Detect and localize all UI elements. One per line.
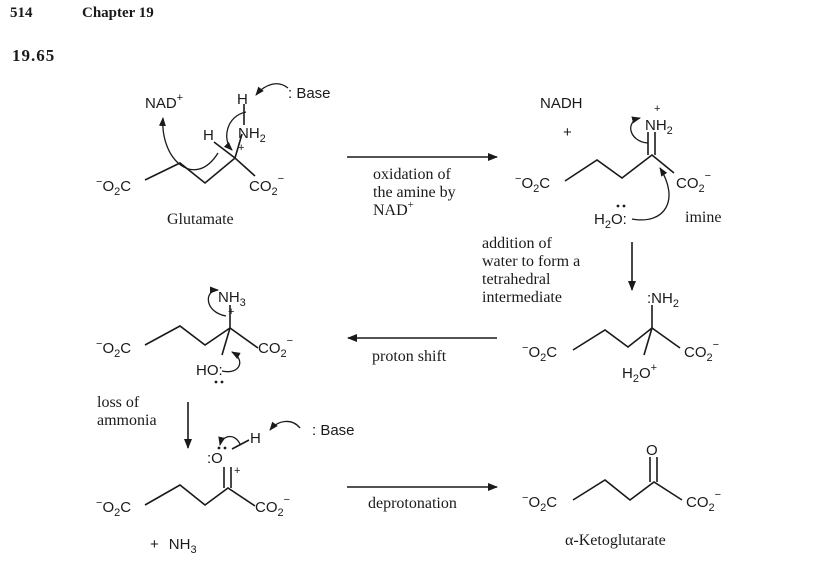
ammonium-carboxylate-right: CO2−: [258, 335, 293, 360]
ketoglutarate-label: α-Ketoglutarate: [565, 532, 666, 549]
step-oxidation-label-3: NAD+: [373, 199, 414, 219]
base-reagent-top: : Base: [288, 85, 331, 102]
imine-carboxylate-left: −O2C: [515, 173, 550, 195]
iminium-charge: +: [654, 103, 660, 115]
curved-arrow-oh-bond: [218, 435, 241, 446]
alpha-ketoglutarate-structure: O −O2C CO2− α-Ketoglutarate: [522, 442, 721, 549]
ammonium-charge: +: [228, 306, 234, 318]
tetrahedral-bonds: [572, 326, 681, 351]
protonated-ketone-structure: :O + H : Base −O2C CO2− +NH3: [96, 420, 355, 556]
curved-arrow-to-nad: [158, 117, 219, 171]
ketone-oh-bond: [231, 439, 250, 450]
glutamate-carboxylate-left: −O2C: [96, 176, 131, 198]
plus-sign-top: +: [563, 124, 572, 141]
glutamate-nh2: NH2: [238, 125, 266, 145]
step-addition-label-2: water to form a: [482, 253, 580, 270]
glutamate-n-bond: [234, 133, 243, 159]
iminium-nh2: NH2: [645, 117, 673, 137]
ketoglutarate-ketone-o: O: [646, 442, 658, 459]
protonated-ketone-bonds: [144, 484, 256, 507]
glutamate-structure: −O2C CO2− H H NH2 + NAD+ : Base Glutamat…: [96, 83, 331, 228]
tetrahedral-nh2: :NH2: [647, 290, 679, 310]
step-deprotonation-label: deprotonation: [368, 495, 457, 512]
glutamate-bonds: [144, 156, 256, 185]
step-addition-label-4: intermediate: [482, 289, 562, 306]
curved-arrow-base-bottom: [269, 420, 301, 431]
tetrahedral-o-bond: [643, 327, 653, 356]
base-reagent-bottom: : Base: [312, 422, 355, 439]
step-loss-ammonia-label-2: ammonia: [97, 412, 157, 429]
step-proton-shift-label: proton shift: [372, 348, 447, 365]
page-number: 514: [10, 5, 33, 21]
step-addition-label-1: addition of: [482, 235, 552, 252]
step-loss-ammonia-label-1: loss of: [97, 394, 140, 411]
curved-arrow-nh-bond: [223, 111, 247, 151]
curved-arrow-cn-pi: [630, 116, 649, 144]
protonated-oxygen-h: H: [250, 430, 261, 447]
lone-pair-dot: [616, 204, 620, 208]
chapter-title: Chapter 19: [82, 5, 154, 21]
curved-arrow-base-to-h: [255, 83, 289, 96]
ketoglutarate-carboxylate-left: −O2C: [522, 492, 557, 514]
lone-pair-dot: [622, 204, 626, 208]
glutamate-n-charge: +: [238, 142, 244, 154]
water-nucleophile: H2O:: [594, 211, 627, 231]
imine-structure: NADH + −O2C CO2− + NH2 H2O: imine: [515, 95, 721, 231]
imine-label: imine: [685, 209, 721, 226]
ammonium-nh3: NH3: [218, 289, 246, 309]
ammonia-byproduct: +NH3: [150, 536, 197, 556]
nadh-product: NADH: [540, 95, 583, 112]
step-oxidation-label-1: oxidation of: [373, 166, 451, 183]
curved-arrow-water-attack: [631, 167, 670, 221]
ketone-carboxylate-left: −O2C: [96, 497, 131, 519]
imine-bonds: [564, 153, 675, 182]
step-oxidation-label-2: the amine by: [373, 184, 456, 201]
glutamate-carboxylate-right: CO2−: [249, 173, 284, 198]
problem-number: 19.65: [12, 46, 56, 65]
curved-arrow-oh-lone-pair: [221, 351, 241, 373]
hydroxyl-group: HO:: [196, 362, 223, 379]
lone-pair-dot: [217, 446, 221, 450]
tetrahedral-intermediate-structure: :NH2 −O2C CO2− H2O+: [522, 290, 719, 385]
imine-carboxylate-right: CO2−: [676, 170, 711, 195]
nad-plus-reagent: NAD+: [145, 92, 183, 112]
ketoglutarate-bonds: [572, 479, 683, 502]
glutamate-amine-h: H: [237, 91, 248, 108]
lone-pair-dot: [214, 380, 218, 384]
step-addition-label-3: tetrahedral: [482, 271, 551, 288]
lone-pair-dot: [223, 446, 227, 450]
lone-pair-dot: [220, 380, 224, 384]
protonated-oxygen: :O: [207, 450, 223, 467]
ammonium-intermediate-bonds: [144, 325, 259, 349]
ammonium-carboxylate-left: −O2C: [96, 338, 131, 360]
ammonium-intermediate-structure: NH3 + −O2C CO2− HO:: [96, 286, 293, 384]
glutamate-alpha-h: H: [203, 127, 214, 144]
tetrahedral-carboxylate-left: −O2C: [522, 342, 557, 364]
ketoglutarate-carboxylate-right: CO2−: [686, 489, 721, 514]
tetrahedral-carboxylate-right: CO2−: [684, 339, 719, 364]
glutamate-label: Glutamate: [167, 211, 234, 228]
oxonium-charge: +: [234, 465, 240, 477]
ammonium-o-bond: [221, 327, 231, 356]
ketone-carboxylate-right: CO2−: [255, 494, 290, 519]
tetrahedral-oxonium: H2O+: [622, 362, 657, 385]
curved-arrow-cn-cleavage: [207, 286, 227, 317]
